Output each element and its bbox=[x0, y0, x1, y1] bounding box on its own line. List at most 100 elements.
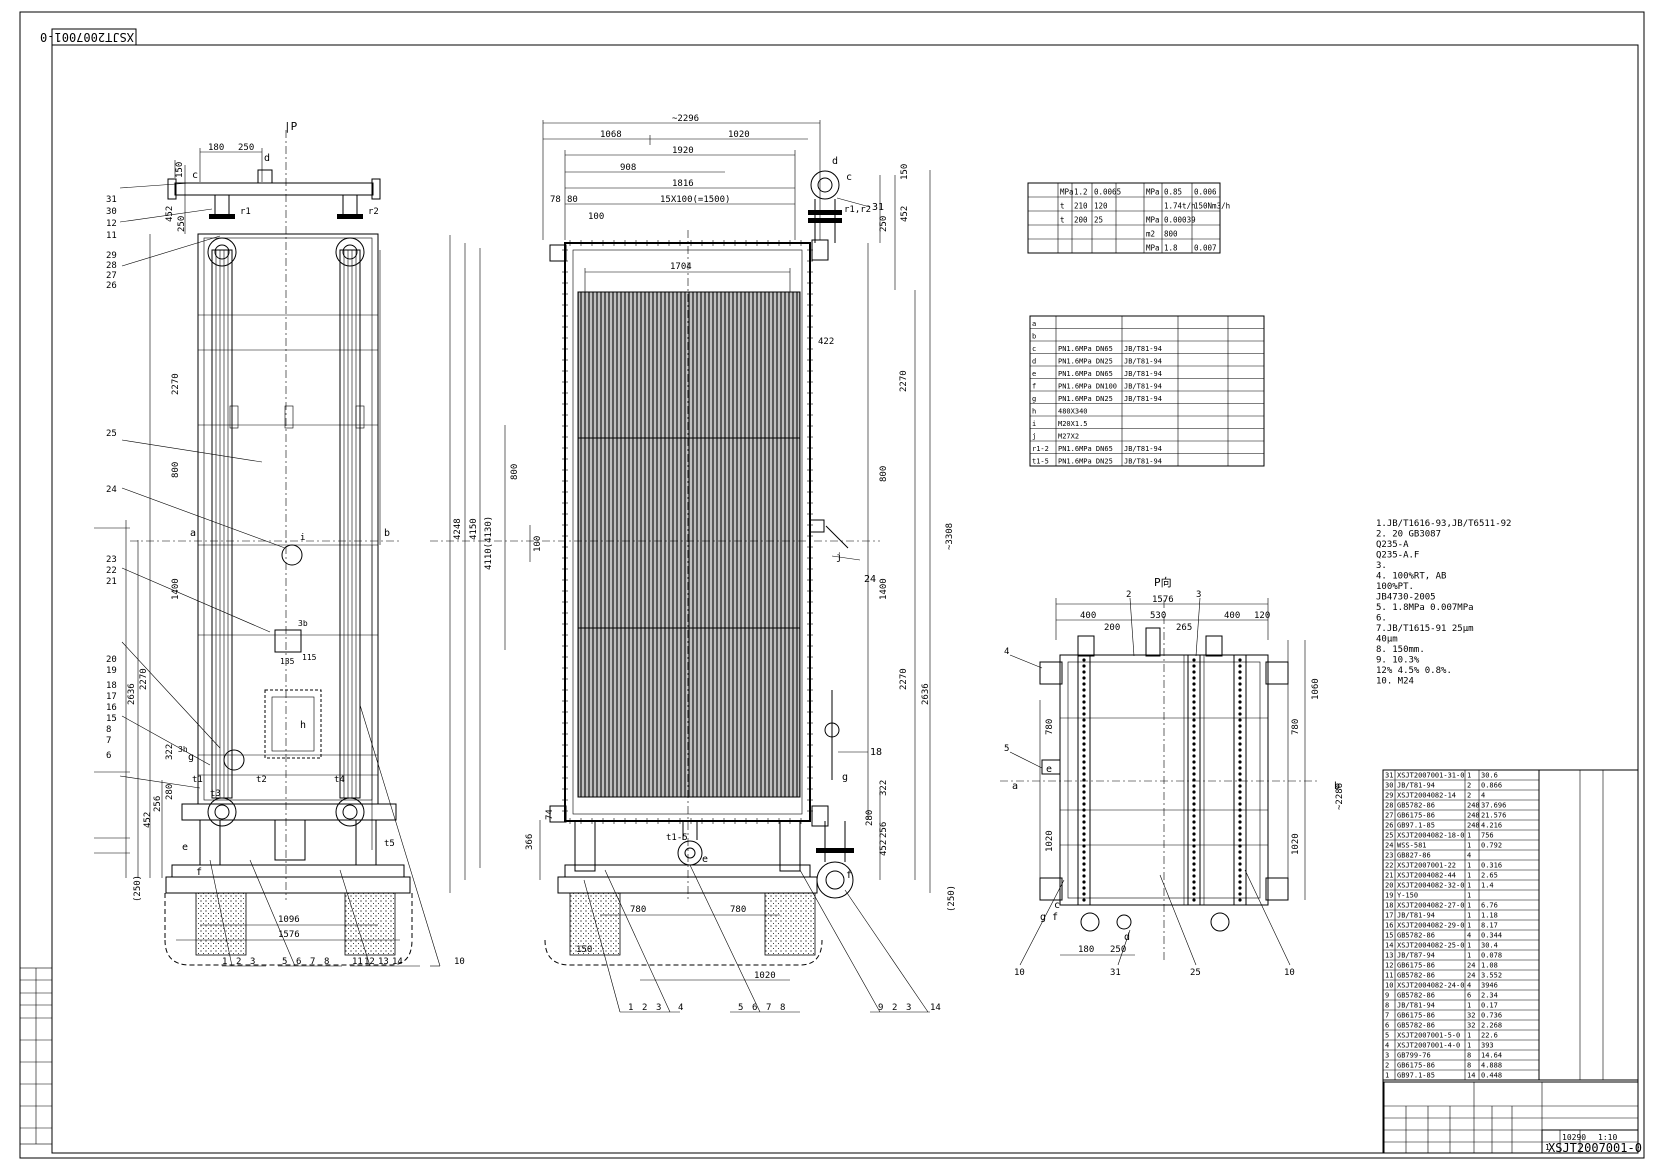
chain-dot bbox=[1192, 772, 1196, 776]
table-cell: 1.4 bbox=[1481, 882, 1494, 890]
table-cell: 3946 bbox=[1481, 982, 1498, 990]
table-cell: 2.65 bbox=[1481, 872, 1498, 880]
table-cell: XSJT2004082-24-0 bbox=[1397, 982, 1464, 990]
chain-dot bbox=[1192, 736, 1196, 740]
table-cell: 120 bbox=[1094, 202, 1108, 211]
title-drawing-no: XSJT2007001-0 bbox=[1548, 1141, 1642, 1155]
item-number: 3h bbox=[178, 745, 188, 754]
dim-text: 80 bbox=[567, 195, 578, 205]
port-r2-label: r2 bbox=[368, 207, 379, 217]
chain-dot bbox=[1238, 658, 1242, 662]
chain-dot bbox=[1192, 898, 1196, 902]
chain-dot bbox=[1082, 664, 1086, 668]
item-number: 17 bbox=[106, 692, 117, 702]
item-number: 3 bbox=[1196, 590, 1201, 600]
port-t1-label: t1 bbox=[192, 775, 203, 785]
item-number: 10 bbox=[1284, 968, 1295, 978]
chain-dot bbox=[1082, 772, 1086, 776]
table-cell: 1 bbox=[1385, 1072, 1389, 1080]
port-t5-label: t5 bbox=[384, 839, 395, 849]
table-cell: Y-150 bbox=[1397, 892, 1418, 900]
port-i-label: i bbox=[300, 533, 305, 543]
table-cell: 0.006 bbox=[1194, 188, 1217, 197]
chain-dot bbox=[1082, 862, 1086, 866]
item-number: 18 bbox=[870, 747, 882, 758]
port-a-label: a bbox=[1012, 781, 1018, 792]
table-cell: 1 bbox=[1467, 882, 1471, 890]
note-line: 7.JB/T1615-91 25μm bbox=[1376, 624, 1474, 634]
table-cell: MPa bbox=[1146, 244, 1160, 253]
chain-dot bbox=[1238, 700, 1242, 704]
table-cell: 37.696 bbox=[1481, 802, 1506, 810]
chain-dot bbox=[1192, 730, 1196, 734]
chain-dot bbox=[1192, 742, 1196, 746]
item-number: 9 bbox=[878, 1003, 883, 1013]
table-cell: 8 bbox=[1385, 1002, 1389, 1010]
table-cell: 8 bbox=[1467, 1062, 1471, 1070]
table-cell: XSJT2004082-29-0 bbox=[1397, 922, 1464, 930]
table-cell: 21.576 bbox=[1481, 812, 1506, 820]
item-number: 22 bbox=[106, 566, 117, 576]
chain-dot bbox=[1192, 796, 1196, 800]
port-r1-label: r1 bbox=[240, 207, 251, 217]
table-cell: 1.2 bbox=[1074, 188, 1088, 197]
right-view-label: P向 bbox=[1154, 575, 1172, 589]
item-number: 31 bbox=[872, 202, 884, 213]
note-line: 4. 100%RT, AB bbox=[1376, 572, 1446, 582]
item-number: 2 bbox=[892, 1003, 897, 1013]
chain-dot bbox=[1082, 670, 1086, 674]
item-number: 11 bbox=[352, 957, 363, 967]
dim-text: 452 bbox=[165, 206, 175, 222]
chain-dot bbox=[1238, 838, 1242, 842]
table-cell: 1 bbox=[1467, 1042, 1471, 1050]
dim-text: 322 bbox=[165, 744, 175, 760]
table-cell: t bbox=[1060, 202, 1065, 211]
corner-stamp: XSJT2007001-0 bbox=[40, 30, 134, 44]
port-g-label: g bbox=[1040, 912, 1046, 923]
table-cell: 0.344 bbox=[1481, 932, 1502, 940]
chain-dot bbox=[1082, 892, 1086, 896]
chain-dot bbox=[1238, 676, 1242, 680]
item-number: 8 bbox=[324, 957, 329, 967]
chain-dot bbox=[1238, 724, 1242, 728]
table-cell: 1 bbox=[1467, 1032, 1471, 1040]
item-number: 3 bbox=[906, 1003, 911, 1013]
table-cell: PN1.6MPa DN65 bbox=[1058, 345, 1113, 353]
table-cell: 7 bbox=[1385, 1012, 1389, 1020]
item-number: 13 bbox=[378, 957, 389, 967]
dim-text: 2636 bbox=[921, 683, 931, 705]
table-cell: GB5782-86 bbox=[1397, 972, 1435, 980]
dim-text: ~2286 bbox=[1335, 783, 1345, 810]
table-cell: m2 bbox=[1146, 230, 1155, 239]
chain-dot bbox=[1082, 700, 1086, 704]
table-cell: XSJT2004082-25-0 bbox=[1397, 942, 1464, 950]
port-f-label: f bbox=[846, 870, 852, 881]
table-cell: a bbox=[1032, 320, 1036, 328]
dim-text: 250 bbox=[177, 216, 187, 232]
table-cell: MPa bbox=[1146, 188, 1160, 197]
box-3b-label: 3b bbox=[298, 619, 308, 628]
table-cell: h bbox=[1032, 408, 1036, 416]
table-cell: 4 bbox=[1481, 792, 1485, 800]
table-cell: 1 bbox=[1467, 832, 1471, 840]
chain-dot bbox=[1192, 676, 1196, 680]
port-c-label: c bbox=[1054, 900, 1060, 911]
dim-text: 452 bbox=[143, 812, 153, 828]
item-number: 25 bbox=[106, 429, 117, 439]
table-cell: GB97.1-85 bbox=[1397, 822, 1435, 830]
item-number: 7 bbox=[766, 1003, 771, 1013]
table-cell: 1.74t/h bbox=[1164, 202, 1196, 211]
table-cell: GB5782-86 bbox=[1397, 802, 1435, 810]
dim-text: 15X100(=1500) bbox=[660, 195, 730, 205]
table-cell: 28 bbox=[1385, 802, 1393, 810]
table-cell: JB/T81-94 bbox=[1124, 458, 1162, 466]
item-number: 2 bbox=[642, 1003, 647, 1013]
chain-dot bbox=[1082, 784, 1086, 788]
table-cell: JB/T81-94 bbox=[1124, 383, 1162, 391]
table-cell: XSJT2004082-32-0 bbox=[1397, 882, 1464, 890]
chain-dot bbox=[1082, 796, 1086, 800]
item-number: 24 bbox=[106, 485, 117, 495]
table-cell: 24 bbox=[1385, 842, 1393, 850]
chain-dot bbox=[1238, 832, 1242, 836]
table-cell: 26 bbox=[1385, 822, 1393, 830]
